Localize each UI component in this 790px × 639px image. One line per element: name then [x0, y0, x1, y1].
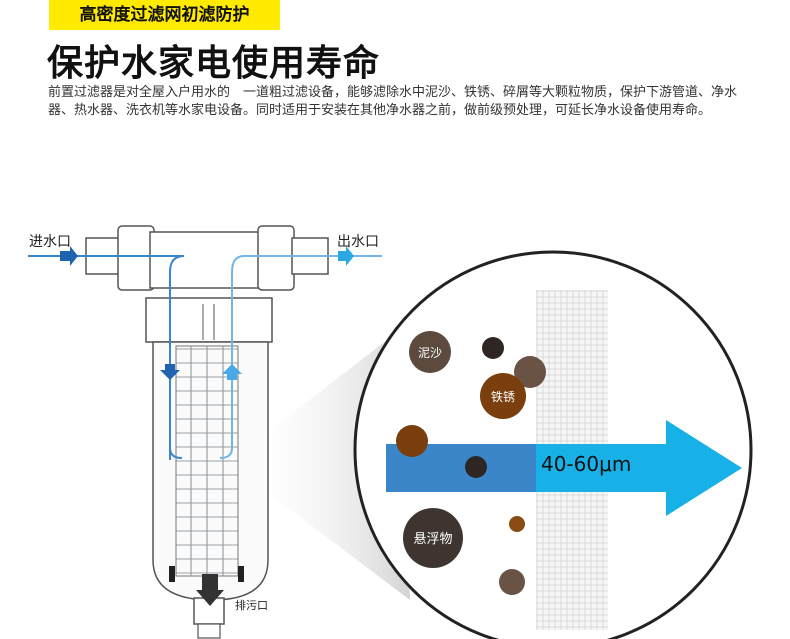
up-arrow: [222, 364, 242, 380]
particle-brown-1: [514, 356, 546, 388]
sand-particle: [409, 331, 451, 373]
top-body: [149, 231, 263, 289]
down-arrow: [160, 364, 180, 380]
outlet-nut: [257, 225, 295, 291]
particle-dark-2: [465, 456, 487, 478]
outlet-label: 出水口: [337, 234, 379, 250]
drain-arrow: [196, 574, 224, 606]
svg-text:悬浮物: 悬浮物: [413, 532, 452, 547]
rust-particle: [480, 373, 526, 419]
drain-label: 排污口: [235, 598, 268, 612]
filter-size-label: 40-60μm: [541, 452, 631, 476]
cap: [145, 297, 273, 343]
svg-text:铁锈: 铁锈: [491, 390, 515, 404]
particle-brown-3: [499, 569, 525, 595]
feature-badge: 高密度过滤网初滤防护: [49, 0, 280, 30]
particle-brown-2: [396, 425, 428, 457]
outflow-line: [219, 255, 382, 459]
headline: 保护水家电使用寿命: [47, 43, 381, 84]
inlet-arrow: [60, 246, 78, 266]
filter-diagram: 进水口 出水口 排污口 40-60μm 泥沙 铁锈 悬浮物: [28, 225, 753, 639]
outlet-arrow: [338, 246, 354, 266]
suspended-particle: [403, 508, 463, 568]
particle-small-rust: [509, 516, 525, 532]
inflow-line: [28, 255, 185, 459]
inlet-nut: [117, 225, 155, 291]
filtered-flow-arrow: [536, 420, 742, 516]
inlet-label: 进水口: [29, 234, 71, 250]
particle-dark-1: [482, 337, 504, 359]
svg-text:泥沙: 泥沙: [418, 346, 442, 360]
description: 前置过滤器是对全屋入户用水的 一道粗过滤设备，能够滤除水中泥沙、铁锈、碎屑等大颗…: [48, 85, 738, 118]
